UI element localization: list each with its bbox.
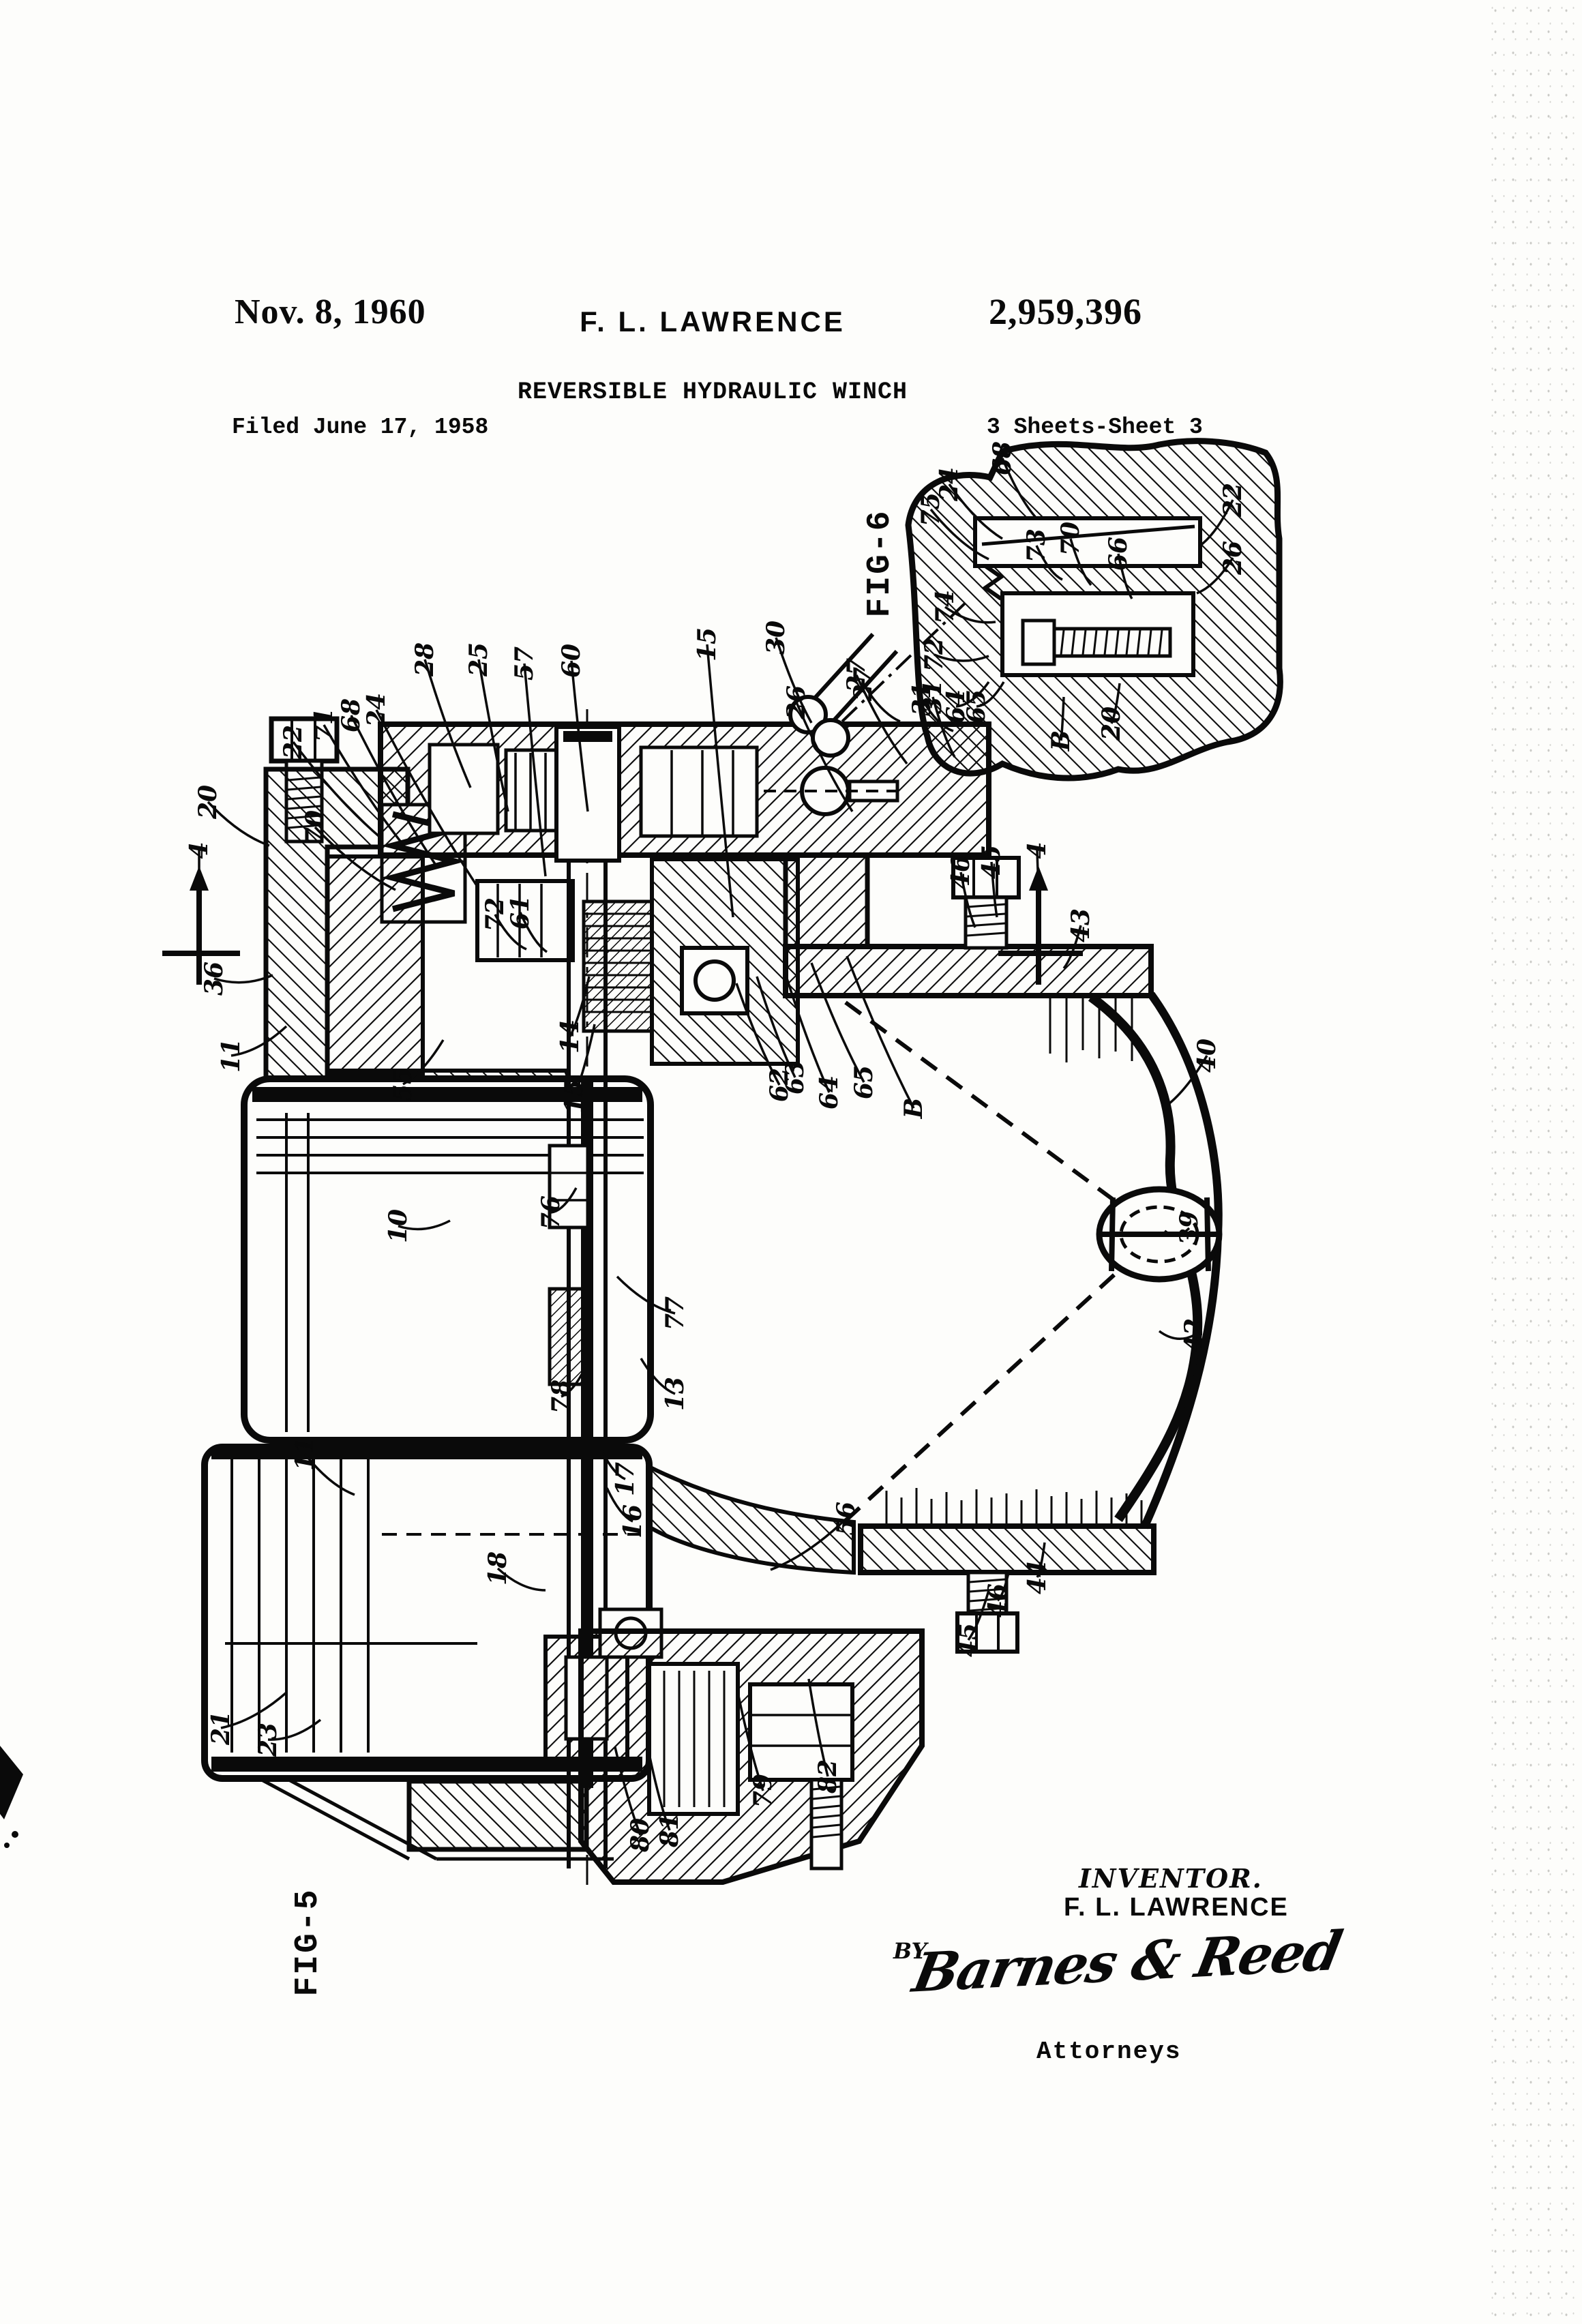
ref-label-60: 60 — [557, 643, 586, 679]
by-label: BY — [893, 1938, 927, 1964]
ref-label-15: 15 — [560, 1079, 588, 1114]
ref-label-36: 36 — [200, 961, 228, 996]
inventor-name: F. L. LAWRENCE — [1064, 1893, 1289, 1922]
ref-label-4: 4 — [184, 841, 213, 859]
ref-label-82: 82 — [814, 1759, 842, 1794]
ref-label-63: 63 — [781, 1060, 809, 1095]
ref-label-65: 65 — [850, 1064, 878, 1100]
inventor-caption: INVENTOR. — [1079, 1863, 1263, 1894]
ref-label-B: B — [899, 1097, 928, 1119]
sheet-number: 3 Sheets-Sheet 3 — [987, 415, 1203, 440]
ref-label-77: 77 — [661, 1296, 689, 1331]
ref-label-B: B — [1046, 730, 1075, 751]
ref-label-13: 13 — [661, 1376, 689, 1412]
ref-label-57: 57 — [510, 646, 539, 681]
ref-label-16: 16 — [618, 1504, 647, 1539]
ref-label-20: 20 — [1097, 706, 1126, 741]
ref-label-11: 11 — [217, 1038, 245, 1073]
ref-label-71: 71 — [310, 707, 338, 743]
ref-label-76: 76 — [537, 1195, 565, 1230]
ref-label-27: 27 — [849, 666, 878, 702]
ref-label-68: 68 — [988, 441, 1017, 476]
patent-title: REVERSIBLE HYDRAULIC WINCH — [517, 378, 908, 406]
ref-label-20: 20 — [194, 784, 222, 820]
ref-label-75: 75 — [916, 492, 945, 527]
figure-label-2: FIG-6 — [862, 509, 899, 618]
patent-number: 2,959,396 — [989, 291, 1142, 332]
inventor-name-header: F. L. LAWRENCE — [580, 306, 846, 338]
ref-label-15: 15 — [693, 627, 721, 662]
ref-label-46: 46 — [946, 854, 975, 890]
ref-label-68: 68 — [337, 698, 365, 733]
ref-label-42: 42 — [1180, 1317, 1208, 1353]
ref-label-80: 80 — [626, 1817, 655, 1853]
ref-label-56: 56 — [832, 1501, 861, 1536]
ref-label-43: 43 — [1066, 908, 1095, 943]
ref-label-39: 39 — [1175, 1210, 1204, 1246]
ref-label-61: 61 — [506, 895, 535, 930]
patent-date: Nov. 8, 1960 — [235, 293, 426, 331]
ref-label-31: 31 — [908, 681, 936, 717]
ref-label-65: 65 — [962, 689, 991, 724]
ref-label-4: 4 — [1023, 841, 1051, 859]
ref-label-10: 10 — [383, 1208, 413, 1244]
ref-label-17: 17 — [611, 1461, 640, 1497]
ref-label-24: 24 — [362, 692, 391, 728]
ref-label-45: 45 — [977, 844, 1006, 880]
scan-noise-strip — [1487, 0, 1582, 2324]
ref-label-44: 44 — [1023, 1560, 1051, 1595]
ref-label-72: 72 — [920, 637, 949, 672]
ref-label-11: 11 — [290, 1436, 319, 1472]
ref-label-78: 78 — [547, 1379, 576, 1414]
figure-label-1: FIG-5 — [290, 1888, 327, 1997]
ref-label-72: 72 — [481, 897, 509, 932]
ref-label-25: 25 — [464, 642, 493, 677]
ref-label-22: 22 — [1219, 482, 1247, 518]
ref-label-45: 45 — [954, 1622, 983, 1658]
ref-label-73: 73 — [1022, 528, 1051, 563]
ref-label-46: 46 — [983, 1583, 1012, 1618]
ref-label-18: 18 — [483, 1551, 512, 1586]
ref-label-28: 28 — [411, 642, 439, 677]
ref-label-79: 79 — [749, 1773, 777, 1808]
ref-label-14: 14 — [555, 1019, 584, 1054]
attorneys-label: Attorneys — [1036, 2038, 1182, 2066]
ref-label-40: 40 — [1193, 1038, 1221, 1073]
ref-label-64: 64 — [815, 1075, 844, 1110]
ref-label-70: 70 — [301, 809, 329, 845]
ref-label-70: 70 — [1056, 521, 1085, 556]
ref-label-66: 66 — [1103, 536, 1133, 571]
ref-label-74: 74 — [931, 589, 959, 625]
ref-label-55: 55 — [389, 1067, 417, 1102]
ref-label-30: 30 — [762, 620, 790, 655]
ref-label-26: 26 — [781, 685, 811, 720]
ref-label-81: 81 — [655, 1813, 684, 1848]
ref-label-23: 23 — [254, 1722, 282, 1757]
ref-label-22: 22 — [279, 724, 308, 760]
filed-date: Filed June 17, 1958 — [232, 415, 489, 440]
ref-label-21: 21 — [207, 1710, 235, 1746]
ref-label-26: 26 — [1219, 540, 1247, 576]
